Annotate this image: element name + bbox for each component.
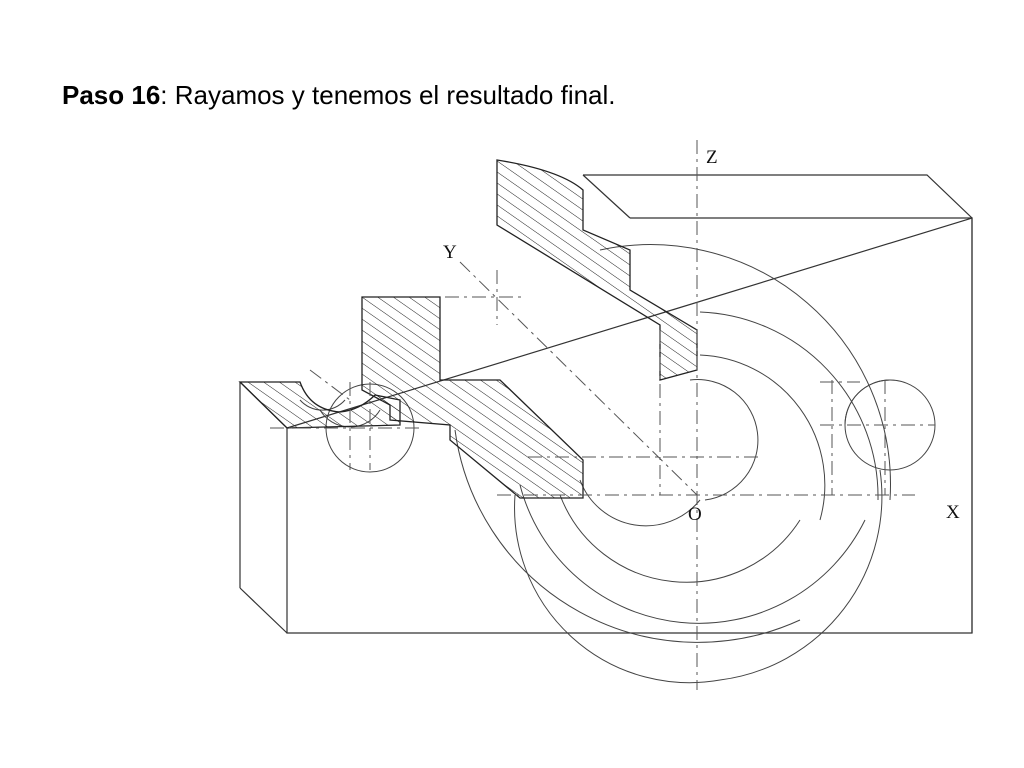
block-outline <box>239 174 973 634</box>
step-label: Paso 16 <box>62 80 161 110</box>
axis-lines <box>270 140 935 690</box>
y-axis-line <box>459 261 698 496</box>
hatched-sections <box>238 159 698 499</box>
y-axis-label: Y <box>443 242 457 263</box>
z-axis-label: Z <box>706 147 718 168</box>
origin-label: O <box>688 504 702 525</box>
slide-title: Paso 16: Rayamos y tenemos el resultado … <box>62 80 616 111</box>
x-axis-label: X <box>946 502 960 523</box>
step-description: : Rayamos y tenemos el resultado final. <box>160 80 616 110</box>
